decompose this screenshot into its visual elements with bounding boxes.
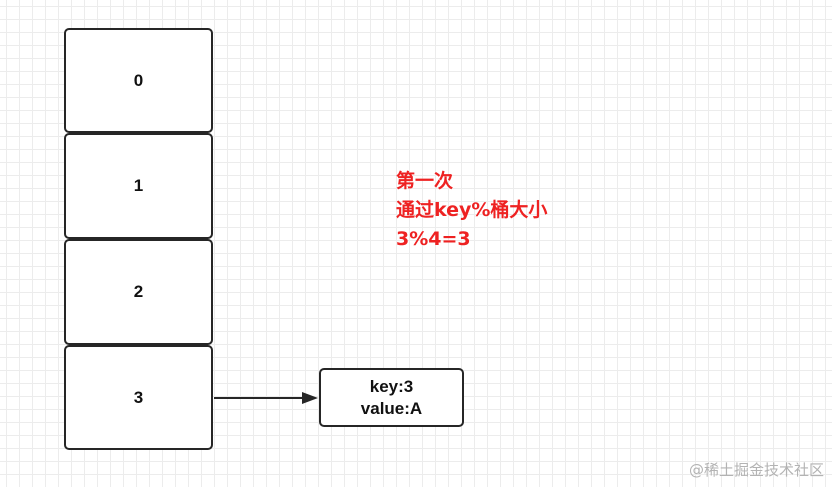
bucket-1: 1 (64, 133, 213, 239)
bucket-3-label: 3 (133, 387, 144, 407)
bucket-3: 3 (64, 345, 213, 450)
bucket-2: 2 (64, 239, 213, 345)
watermark: @稀土掘金技术社区 (688, 461, 824, 479)
annotation-note: 第一次 通过key%桶大小 3%4=3 (396, 167, 547, 254)
note-line-3: 3%4=3 (396, 228, 471, 250)
entry-node: key:3 value:A (319, 368, 464, 427)
entry-value: value:A (360, 398, 423, 418)
note-line-2: 通过key%桶大小 (396, 199, 548, 221)
bucket-2-label: 2 (133, 282, 144, 301)
arrow-head (302, 392, 318, 404)
entry-key: key:3 (369, 376, 414, 396)
bucket-0: 0 (64, 28, 213, 133)
bucket-0-label: 0 (133, 70, 144, 90)
bucket-1-label: 1 (133, 176, 144, 195)
note-line-1: 第一次 (396, 170, 454, 192)
